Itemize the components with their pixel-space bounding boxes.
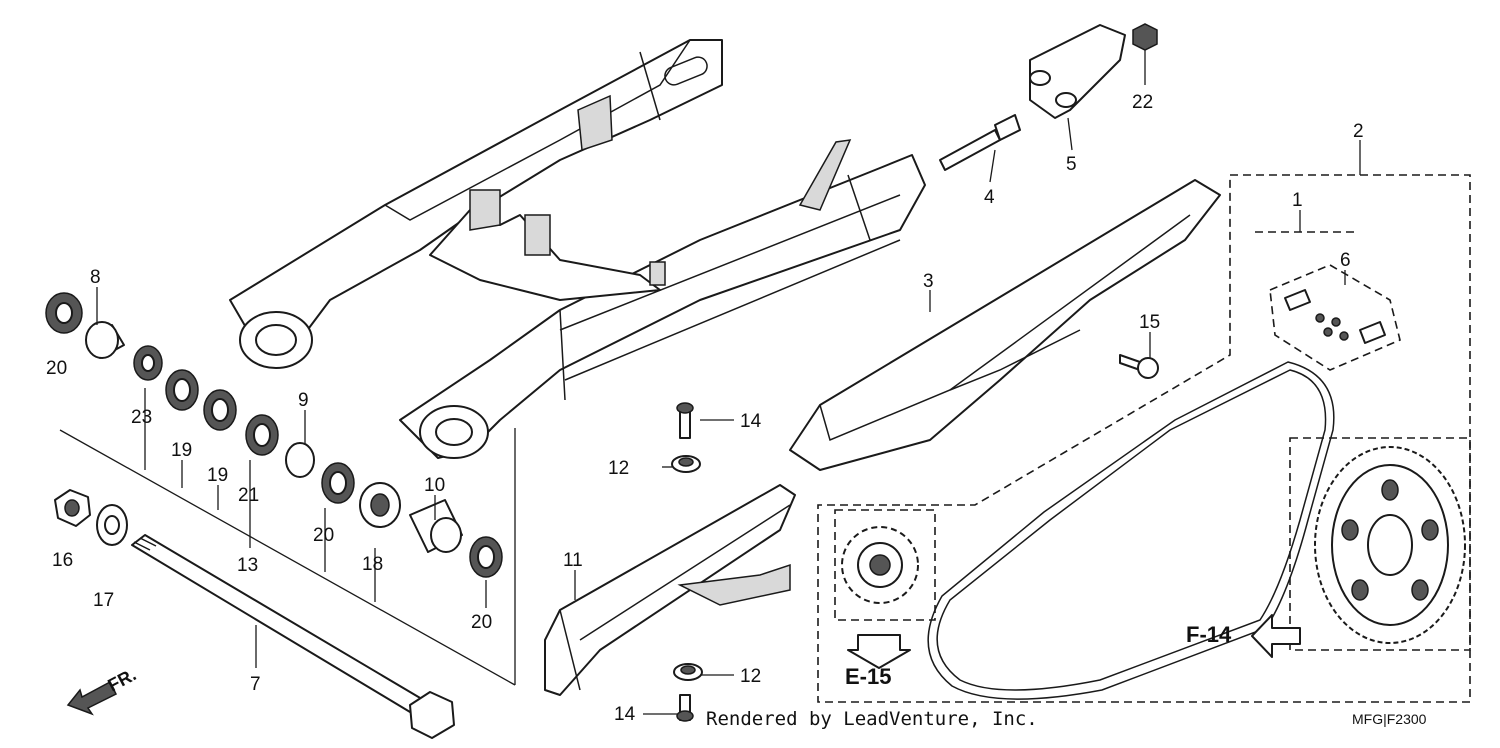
chain-case-3[interactable]: [789, 179, 1221, 471]
callout-12b: 12: [740, 666, 761, 687]
callout-9: 9: [298, 390, 309, 411]
callout-22: 22: [1132, 92, 1153, 113]
pivot-collar-8[interactable]: [85, 321, 125, 359]
callout-19b: 19: [207, 465, 228, 486]
bearing-19b[interactable]: [203, 389, 237, 431]
callout-4: 4: [984, 187, 995, 208]
bearing-18[interactable]: [359, 482, 401, 528]
callout-20c: 20: [471, 612, 492, 633]
drive-chain-1[interactable]: [927, 361, 1335, 700]
grommet-12a[interactable]: [671, 455, 701, 473]
grommet-12b[interactable]: [673, 663, 703, 681]
bearing-19a[interactable]: [165, 369, 199, 411]
f14-arrow-icon: [1251, 614, 1301, 658]
collar-9[interactable]: [285, 442, 315, 478]
callout-17: 17: [93, 590, 114, 611]
nut-22[interactable]: [1132, 23, 1158, 51]
callout-20a: 20: [46, 358, 67, 379]
callout-labels: 1 2 3 4 5 6 7 8 9 10 11 12 12 13 14 14 1…: [46, 92, 1364, 725]
callout-23: 23: [131, 407, 152, 428]
bolt-14b[interactable]: [676, 694, 694, 722]
bolt-14a[interactable]: [676, 402, 694, 439]
swingarm[interactable]: [229, 39, 926, 685]
bolt-15[interactable]: [1119, 354, 1159, 379]
leader-lines: [96, 50, 1361, 715]
rear-sprocket[interactable]: [1289, 437, 1471, 651]
chain-adjuster-5[interactable]: [1029, 24, 1126, 119]
pivot-bolt-7[interactable]: [131, 534, 455, 739]
callout-18: 18: [362, 554, 383, 575]
reference-labels: E-15 F-14 FR.: [104, 622, 1232, 696]
diagram-code: MFG|F2300: [1352, 711, 1427, 727]
callout-16: 16: [52, 550, 73, 571]
callout-15: 15: [1139, 312, 1160, 333]
collar-10[interactable]: [409, 499, 463, 553]
callout-5: 5: [1066, 154, 1077, 175]
pivot-seal-20a[interactable]: [45, 292, 83, 334]
callout-6: 6: [1340, 250, 1351, 271]
washer-17[interactable]: [96, 504, 128, 546]
ref-f14: F-14: [1186, 622, 1232, 647]
callout-10: 10: [424, 475, 445, 496]
seal-20b[interactable]: [321, 462, 355, 504]
callout-14a: 14: [740, 411, 762, 432]
chain-slider-11[interactable]: [544, 484, 796, 696]
seal-20c[interactable]: [469, 536, 503, 578]
front-sprocket[interactable]: [834, 509, 936, 621]
nut-16[interactable]: [54, 489, 91, 527]
callout-13: 13: [237, 555, 258, 576]
callout-21: 21: [238, 485, 259, 506]
e15-arrow-icon: [847, 634, 911, 669]
callout-8: 8: [90, 267, 101, 288]
kit-box-2: [817, 174, 1471, 703]
callout-11: 11: [563, 550, 583, 571]
ref-e15: E-15: [845, 664, 891, 689]
callout-2: 2: [1353, 121, 1364, 142]
callout-3: 3: [923, 271, 934, 292]
credit-text: Rendered by LeadVenture, Inc.: [706, 708, 1038, 730]
bearing-21[interactable]: [245, 414, 279, 456]
dust-seal-23[interactable]: [133, 345, 163, 381]
front-direction-arrow-icon: [66, 680, 118, 716]
master-link-kit-6[interactable]: [1269, 264, 1401, 371]
callout-20b: 20: [313, 525, 334, 546]
callout-7: 7: [250, 674, 261, 695]
callout-1: 1: [1292, 190, 1303, 211]
adjuster-bolt-4[interactable]: [939, 114, 1021, 171]
callout-14b: 14: [614, 704, 636, 725]
callout-19a: 19: [171, 440, 192, 461]
callout-12a: 12: [608, 458, 629, 479]
